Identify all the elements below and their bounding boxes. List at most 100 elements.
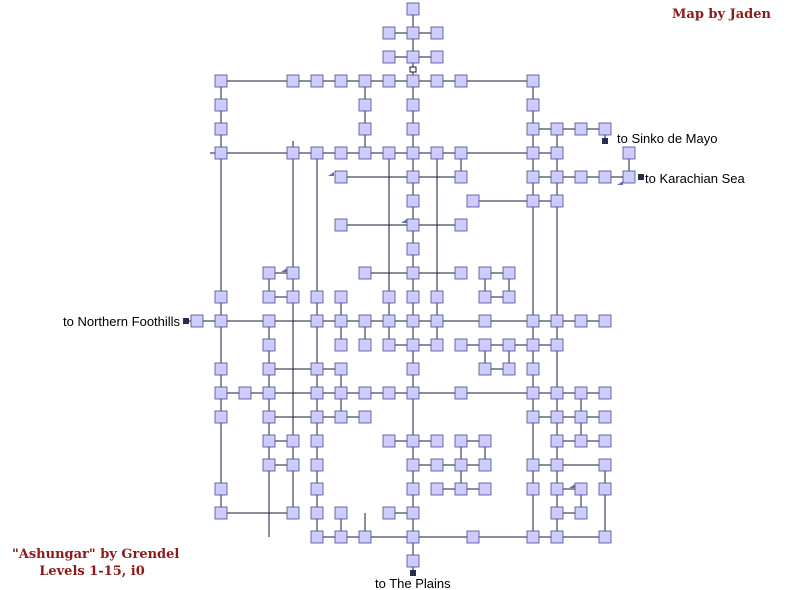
map-room [262, 386, 276, 400]
map-room [382, 26, 396, 40]
map-room [622, 146, 636, 160]
map-room [526, 146, 540, 160]
map-room [502, 338, 516, 352]
map-room [382, 386, 396, 400]
map-room [310, 506, 324, 520]
map-room [406, 2, 420, 16]
map-room [550, 122, 564, 136]
map-room [526, 386, 540, 400]
map-room [478, 482, 492, 496]
map-room [526, 458, 540, 472]
map-room [454, 218, 468, 232]
map-room [190, 314, 204, 328]
map-room [214, 146, 228, 160]
map-room [214, 290, 228, 304]
map-room [262, 434, 276, 448]
map-room [454, 458, 468, 472]
map-room [214, 386, 228, 400]
map-room [406, 482, 420, 496]
mapper-credit: Map by Jaden [672, 7, 771, 22]
map-room [430, 50, 444, 64]
map-room [406, 314, 420, 328]
map-room [358, 122, 372, 136]
stair-arrow-icon [328, 172, 334, 176]
map-room [286, 458, 300, 472]
map-room [574, 122, 588, 136]
map-room [502, 362, 516, 376]
map-room [430, 458, 444, 472]
map-room [382, 338, 396, 352]
map-room [382, 506, 396, 520]
map-room [478, 362, 492, 376]
map-room [286, 266, 300, 280]
map-room [214, 506, 228, 520]
map-room [406, 194, 420, 208]
map-room [310, 74, 324, 88]
map-room [454, 170, 468, 184]
map-room [334, 314, 348, 328]
map-room [454, 338, 468, 352]
map-room [382, 290, 396, 304]
map-room [466, 194, 480, 208]
map-room [526, 194, 540, 208]
map-room [382, 74, 396, 88]
map-room [358, 146, 372, 160]
map-room [310, 410, 324, 424]
map-room [262, 410, 276, 424]
map-room [550, 482, 564, 496]
map-room [358, 338, 372, 352]
map-room [334, 362, 348, 376]
map-room [310, 146, 324, 160]
map-room [598, 434, 612, 448]
map-room [598, 170, 612, 184]
map-room [550, 338, 564, 352]
map-room [310, 434, 324, 448]
map-room [454, 482, 468, 496]
map-room [526, 74, 540, 88]
map-room [598, 482, 612, 496]
map-room [406, 122, 420, 136]
map-room [406, 338, 420, 352]
map-room [478, 434, 492, 448]
stair-arrow-icon [281, 268, 287, 272]
map-room [430, 290, 444, 304]
map-room [214, 482, 228, 496]
map-room [550, 314, 564, 328]
map-room [526, 338, 540, 352]
map-room [406, 74, 420, 88]
map-room [598, 314, 612, 328]
map-room [262, 362, 276, 376]
map-room [430, 26, 444, 40]
exit-marker-northern-foothills [183, 318, 189, 324]
map-room [550, 434, 564, 448]
map-room [262, 290, 276, 304]
map-room [382, 146, 396, 160]
map-room [502, 290, 516, 304]
map-room [502, 266, 516, 280]
map-room [358, 74, 372, 88]
map-room [454, 386, 468, 400]
map-room [526, 98, 540, 112]
map-room [334, 170, 348, 184]
map-room [310, 386, 324, 400]
map-room [406, 530, 420, 544]
map-room [550, 530, 564, 544]
door-marker [409, 66, 417, 73]
map-room [574, 410, 588, 424]
map-room [334, 530, 348, 544]
map-room [550, 170, 564, 184]
map-room [406, 242, 420, 256]
map-room [406, 386, 420, 400]
map-room [334, 506, 348, 520]
map-room [574, 434, 588, 448]
map-room [454, 434, 468, 448]
map-room [406, 218, 420, 232]
map-room [598, 122, 612, 136]
map-room [358, 386, 372, 400]
map-room [598, 386, 612, 400]
map-room [406, 266, 420, 280]
map-room [262, 266, 276, 280]
map-room [334, 410, 348, 424]
map-room [406, 26, 420, 40]
map-room [478, 338, 492, 352]
